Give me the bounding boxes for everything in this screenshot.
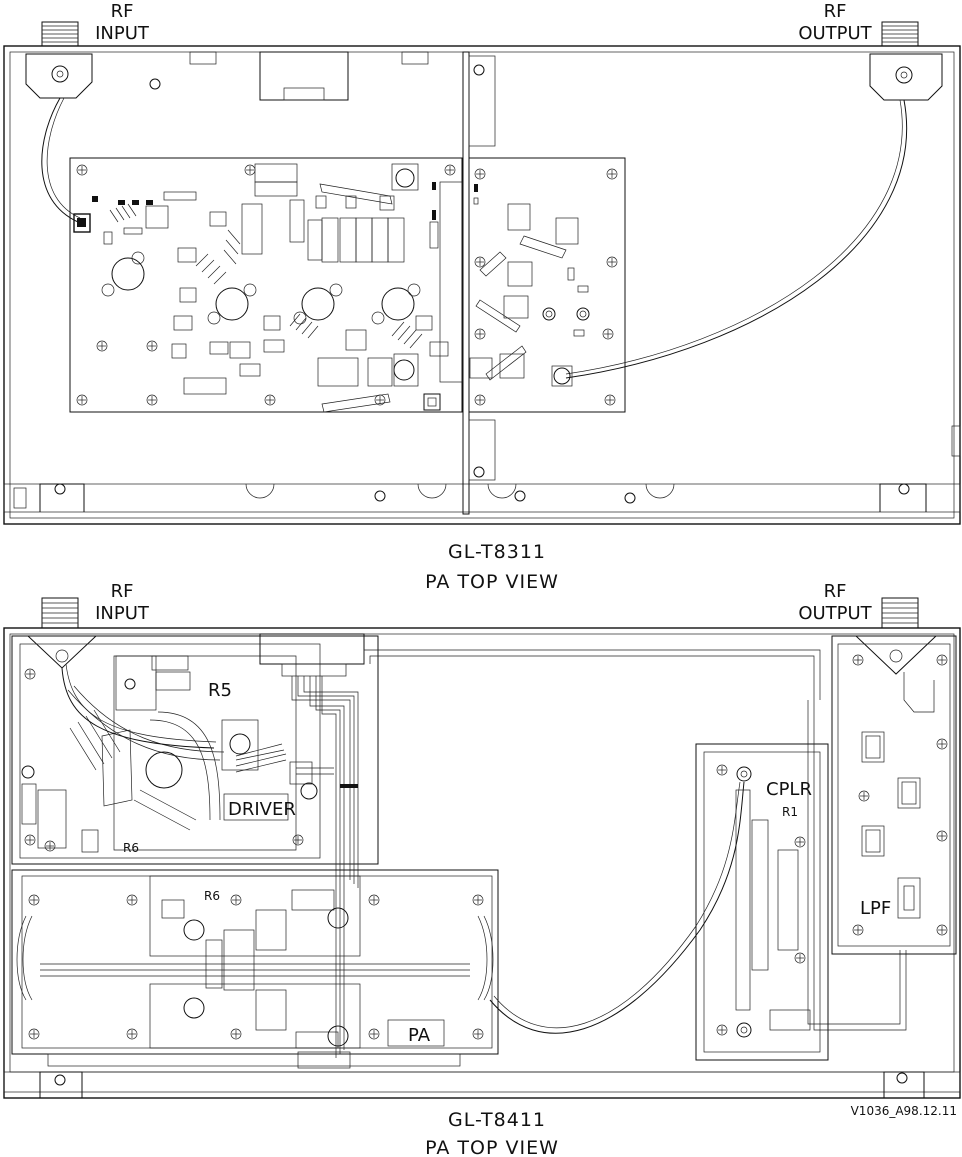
bottom-view: RF INPUT RF OUTPUT (4, 581, 960, 1157)
bottom-rf-output-label-line2: OUTPUT (798, 603, 872, 624)
top-input-mount-block (26, 54, 92, 98)
top-view: RF INPUT RF OUTPUT (4, 1, 960, 593)
bottom-r5-label: R5 (208, 680, 232, 701)
top-rf-output-label-line1: RF (824, 1, 847, 22)
bottom-cplr-label: CPLR (766, 779, 812, 800)
top-divider-wall (463, 52, 469, 514)
bottom-pa-to-cplr-cable (490, 782, 744, 1033)
bottom-rf-input-connector (42, 598, 78, 628)
top-rf-input-connector (42, 22, 78, 46)
bottom-rf-input-label-line1: RF (111, 581, 134, 602)
bottom-output-mount-block (856, 636, 936, 674)
top-output-pcb (469, 158, 625, 412)
bottom-rf-input-label-line2: INPUT (95, 603, 150, 624)
top-rf-input-label-line1: RF (111, 1, 134, 22)
bottom-dsub-connector (260, 634, 364, 664)
top-model-label: GL-T8311 (448, 541, 546, 563)
bottom-model-label: GL-T8411 (448, 1109, 546, 1131)
bottom-view-caption: PA TOP VIEW (425, 1137, 559, 1157)
bottom-r6-lower-label: R6 (123, 841, 139, 855)
bottom-pa-label: PA (408, 1025, 431, 1046)
bottom-r6-upper-label: R6 (204, 889, 220, 903)
bottom-chassis (4, 628, 960, 1098)
top-view-caption: PA TOP VIEW (425, 571, 559, 593)
bottom-input-mount-block (28, 636, 96, 668)
bottom-rf-output-label-line1: RF (824, 581, 847, 602)
top-chassis (4, 46, 960, 524)
bottom-rf-output-connector (882, 598, 918, 628)
top-rf-output-connector (882, 22, 918, 46)
bottom-driver-label: DRIVER (228, 799, 296, 820)
drawing-code: V1036_A98.12.11 (851, 1104, 957, 1118)
top-rf-input-label-line2: INPUT (95, 23, 150, 44)
top-output-components (470, 184, 589, 380)
bottom-r1-label: R1 (782, 805, 798, 819)
top-driver-components (92, 164, 448, 412)
top-rf-output-label-line2: OUTPUT (798, 23, 872, 44)
top-dsub-connector (260, 52, 348, 100)
bottom-lpf-label: LPF (860, 898, 891, 919)
bottom-lpf-compartment (832, 636, 956, 954)
